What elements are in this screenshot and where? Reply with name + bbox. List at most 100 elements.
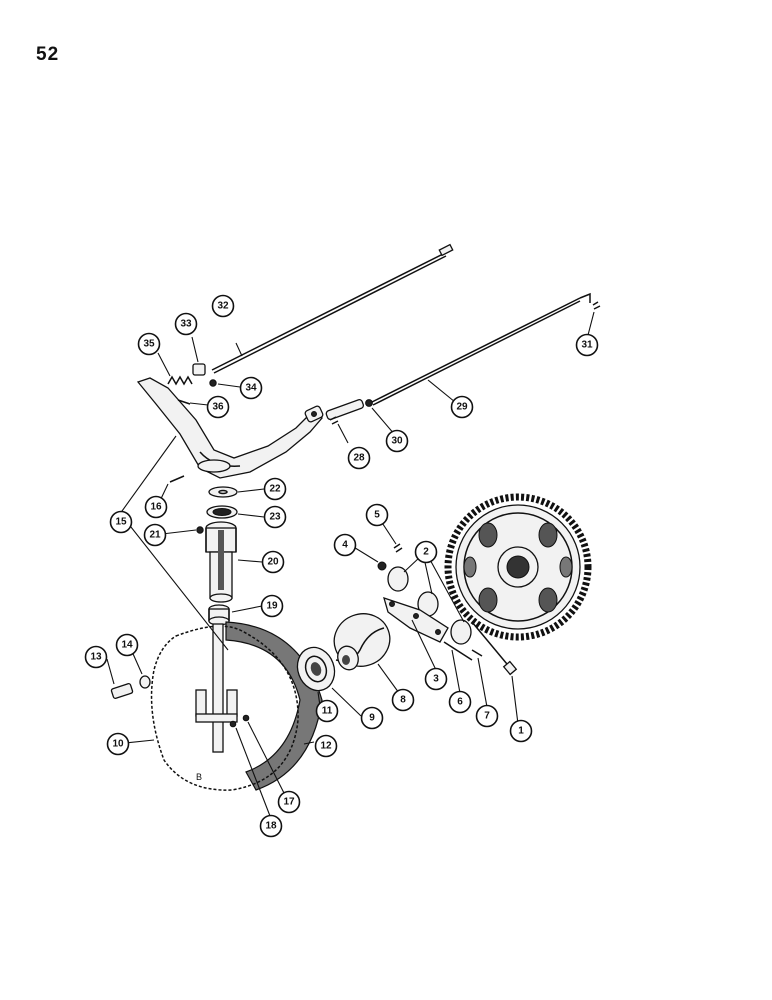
- svg-text:B: B: [196, 772, 202, 782]
- pin-16: [169, 475, 185, 483]
- svg-text:7: 7: [484, 711, 490, 722]
- callout-11: 11: [315, 699, 339, 723]
- governor-shaft: [195, 623, 238, 753]
- svg-text:15: 15: [115, 517, 127, 528]
- weight-2a: [387, 566, 409, 592]
- screw-21: [196, 526, 204, 534]
- svg-text:19: 19: [266, 601, 278, 612]
- callout-20: 20: [261, 550, 285, 574]
- svg-text:10: 10: [112, 739, 124, 750]
- callout-5: 5: [365, 503, 389, 527]
- bolt-1: [471, 621, 518, 676]
- cam-gear: [444, 493, 592, 641]
- svg-text:12: 12: [320, 741, 332, 752]
- callout-16: 16: [144, 495, 168, 519]
- svg-text:14: 14: [121, 640, 133, 651]
- callout-12: 12: [314, 734, 338, 758]
- svg-text:35: 35: [143, 339, 155, 350]
- callout-6: 6: [448, 690, 472, 714]
- governor-lever: [136, 377, 324, 479]
- svg-text:36: 36: [212, 402, 224, 413]
- callout-23: 23: [263, 505, 287, 529]
- callout-28: 28: [347, 446, 371, 470]
- svg-text:20: 20: [267, 557, 279, 568]
- weight-2c: [450, 619, 472, 645]
- bushing-33: [192, 363, 206, 376]
- screw-17: [242, 714, 250, 722]
- callout-10: 10: [106, 732, 130, 756]
- governor-cup-8: [333, 613, 391, 671]
- gasket-12: [225, 621, 323, 791]
- svg-text:4: 4: [342, 540, 348, 551]
- nut-30: [365, 399, 373, 407]
- link-3: [383, 596, 449, 643]
- callout-4: 4: [333, 533, 357, 557]
- callout-3: 3: [424, 667, 448, 691]
- cotter-pin-5: [393, 543, 403, 553]
- callout-36: 36: [206, 395, 230, 419]
- pin-36: [177, 399, 191, 405]
- svg-text:8: 8: [400, 695, 406, 706]
- callout-22: 22: [263, 477, 287, 501]
- callout-18: 18: [259, 814, 283, 838]
- spring-35: [167, 375, 193, 386]
- callout-17: 17: [277, 790, 301, 814]
- callout-31: 31: [575, 333, 599, 357]
- leader-lines: [106, 311, 595, 817]
- svg-text:23: 23: [269, 512, 281, 523]
- cover-10: B: [150, 625, 299, 791]
- svg-text:34: 34: [245, 383, 257, 394]
- link-28: [325, 398, 365, 425]
- bearing-9: [296, 646, 336, 692]
- bushing-19: [208, 604, 230, 626]
- bolt-13: [110, 683, 134, 699]
- svg-text:5: 5: [374, 510, 380, 521]
- callout-33: 33: [174, 312, 198, 336]
- svg-text:17: 17: [283, 797, 295, 808]
- upper-rod-32: [211, 243, 454, 374]
- svg-text:29: 29: [456, 402, 468, 413]
- page-number: 52: [36, 44, 60, 65]
- svg-text:28: 28: [353, 453, 365, 464]
- svg-text:16: 16: [150, 502, 162, 513]
- washer-23: [206, 505, 238, 519]
- callout-1: 1: [509, 719, 533, 743]
- callout-14: 14: [115, 633, 139, 657]
- pin-7: [471, 649, 483, 657]
- callout-2: 2: [414, 540, 438, 564]
- sleeve-20: [205, 521, 237, 603]
- svg-text:22: 22: [269, 484, 281, 495]
- washer-22: [208, 486, 238, 498]
- pin-18: [229, 720, 237, 728]
- svg-text:31: 31: [581, 340, 593, 351]
- callout-35: 35: [137, 332, 161, 356]
- callout-30: 30: [385, 429, 409, 453]
- svg-text:11: 11: [322, 706, 333, 717]
- callout-15: 15: [109, 510, 133, 534]
- svg-text:33: 33: [180, 319, 192, 330]
- svg-text:2: 2: [423, 547, 429, 558]
- callout-21: 21: [143, 523, 167, 547]
- svg-text:32: 32: [217, 301, 229, 312]
- callout-19: 19: [260, 594, 284, 618]
- svg-text:13: 13: [90, 652, 102, 663]
- svg-text:30: 30: [391, 436, 403, 447]
- svg-text:21: 21: [149, 530, 161, 541]
- callout-29: 29: [450, 395, 474, 419]
- svg-text:6: 6: [457, 697, 463, 708]
- callout-32: 32: [211, 294, 235, 318]
- svg-text:18: 18: [265, 821, 277, 832]
- svg-text:3: 3: [433, 674, 439, 685]
- lower-rod-29: [371, 292, 601, 406]
- callout-13: 13: [84, 645, 108, 669]
- callout-9: 9: [360, 706, 384, 730]
- nut-34: [209, 379, 217, 387]
- washer-14: [139, 675, 151, 689]
- nut-4: [377, 561, 387, 571]
- callout-8: 8: [391, 688, 415, 712]
- svg-text:1: 1: [518, 726, 524, 737]
- callout-34: 34: [239, 376, 263, 400]
- svg-text:9: 9: [369, 713, 375, 724]
- callout-7: 7: [475, 704, 499, 728]
